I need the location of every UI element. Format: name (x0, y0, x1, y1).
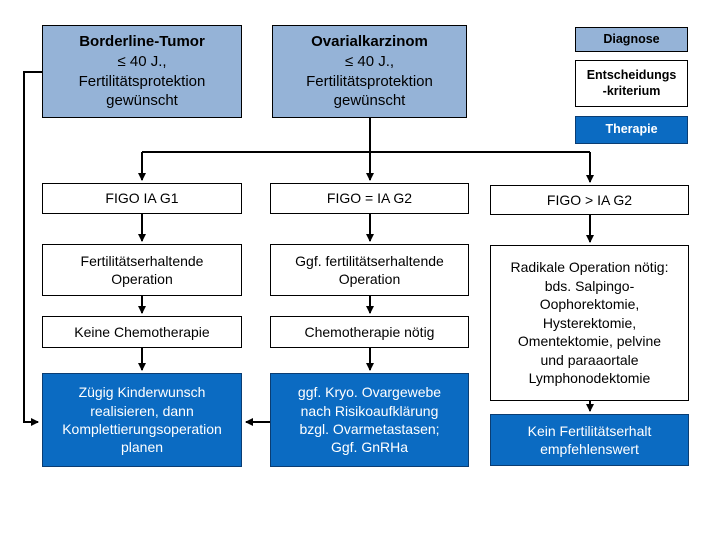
stage-figo-ia-g2: FIGO = IA G2 (270, 183, 469, 214)
therapy-kryo-ovargewebe: ggf. Kryo. Ovargewebe nach Risikoaufklär… (270, 373, 469, 467)
borderline-line: Fertilitätsprotektion (78, 72, 206, 90)
ovarial-title: Ovarialkarzinom (311, 32, 428, 50)
legend-entscheidung-line: -kriterium (602, 83, 661, 98)
criterion-fertilitaetserhaltende-op: Fertilitätserhaltende Operation (42, 244, 242, 296)
ovarial-line: Fertilitätsprotektion (306, 72, 433, 90)
legend-entscheidungskriterium: Entscheidungs -kriterium (575, 60, 688, 107)
legend-diagnose: Diagnose (575, 27, 688, 52)
legend-therapie: Therapie (575, 116, 688, 144)
criterion-chemotherapie-noetig: Chemotherapie nötig (270, 316, 469, 348)
criterion-radikale-operation: Radikale Operation nötig: bds. Salpingo-… (490, 245, 689, 401)
legend-entscheidung-line: Entscheidungs (586, 67, 677, 82)
ovarial-line: gewünscht (333, 92, 406, 110)
ovarial-line: ≤ 40 J., (344, 52, 395, 70)
stage-figo-ia-g1: FIGO IA G1 (42, 183, 242, 214)
criterion-keine-chemotherapie: Keine Chemotherapie (42, 316, 242, 348)
borderline-line: gewünscht (106, 92, 178, 110)
diagnosis-ovarialkarzinom-box: Ovarialkarzinom ≤ 40 J., Fertilitätsprot… (272, 25, 467, 118)
diagnosis-borderline-box: Borderline-Tumor ≤ 40 J., Fertilitätspro… (42, 25, 242, 118)
borderline-line: ≤ 40 J., (117, 52, 167, 70)
therapy-kein-fertilitaetserhalt: Kein Fertilitätserhalt empfehlenswert (490, 414, 689, 466)
criterion-ggf-fertilitaetserhaltende-op: Ggf. fertilitätserhaltende Operation (270, 244, 469, 296)
therapy-kinderwunsch: Zügig Kinderwunsch realisieren, dann Kom… (42, 373, 242, 467)
stage-figo-greater-ia-g2: FIGO > IA G2 (490, 185, 689, 215)
borderline-title: Borderline-Tumor (79, 32, 205, 50)
